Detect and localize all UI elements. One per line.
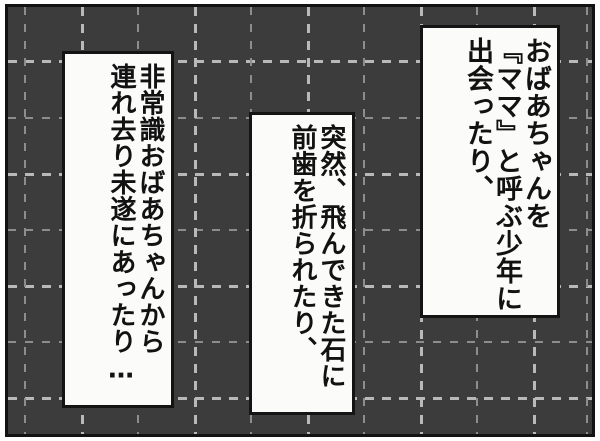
caption-column: 出会ったり、 xyxy=(462,37,493,203)
caption-column: おばあちゃんを xyxy=(520,37,551,230)
caption-text-right: おばあちゃんを 『ママ』と呼ぶ少年に 出会ったり、 xyxy=(423,28,557,315)
caption-text-middle: 突然、飛んできた石に 前歯を折られたり、 xyxy=(252,115,352,412)
caption-box-middle[interactable]: 突然、飛んできた石に 前歯を折られたり、 xyxy=(249,112,355,415)
grid-line-vertical-minor xyxy=(363,7,365,434)
caption-column: 突然、飛んできた石に xyxy=(316,124,346,390)
manga-panel: おばあちゃんを 『ママ』と呼ぶ少年に 出会ったり、 突然、飛んできた石に 前歯を… xyxy=(5,4,595,437)
caption-box-right[interactable]: おばあちゃんを 『ママ』と呼ぶ少年に 出会ったり、 xyxy=(420,25,560,318)
caption-box-left[interactable]: 非常識おばあちゃんから 連れ去り未遂にあったり… xyxy=(62,51,174,408)
caption-column: 非常識おばあちゃんから xyxy=(135,63,165,355)
grid-line-vertical-minor xyxy=(24,7,26,434)
caption-text-left: 非常識おばあちゃんから 連れ去り未遂にあったり… xyxy=(65,54,171,405)
grid-line-vertical-minor xyxy=(586,7,588,434)
caption-column: 連れ去り未遂にあったり… xyxy=(106,63,136,386)
grid-line-vertical xyxy=(194,7,197,434)
caption-column: 『ママ』と呼ぶ少年に xyxy=(491,37,522,313)
caption-column: 前歯を折られたり、 xyxy=(287,124,317,363)
